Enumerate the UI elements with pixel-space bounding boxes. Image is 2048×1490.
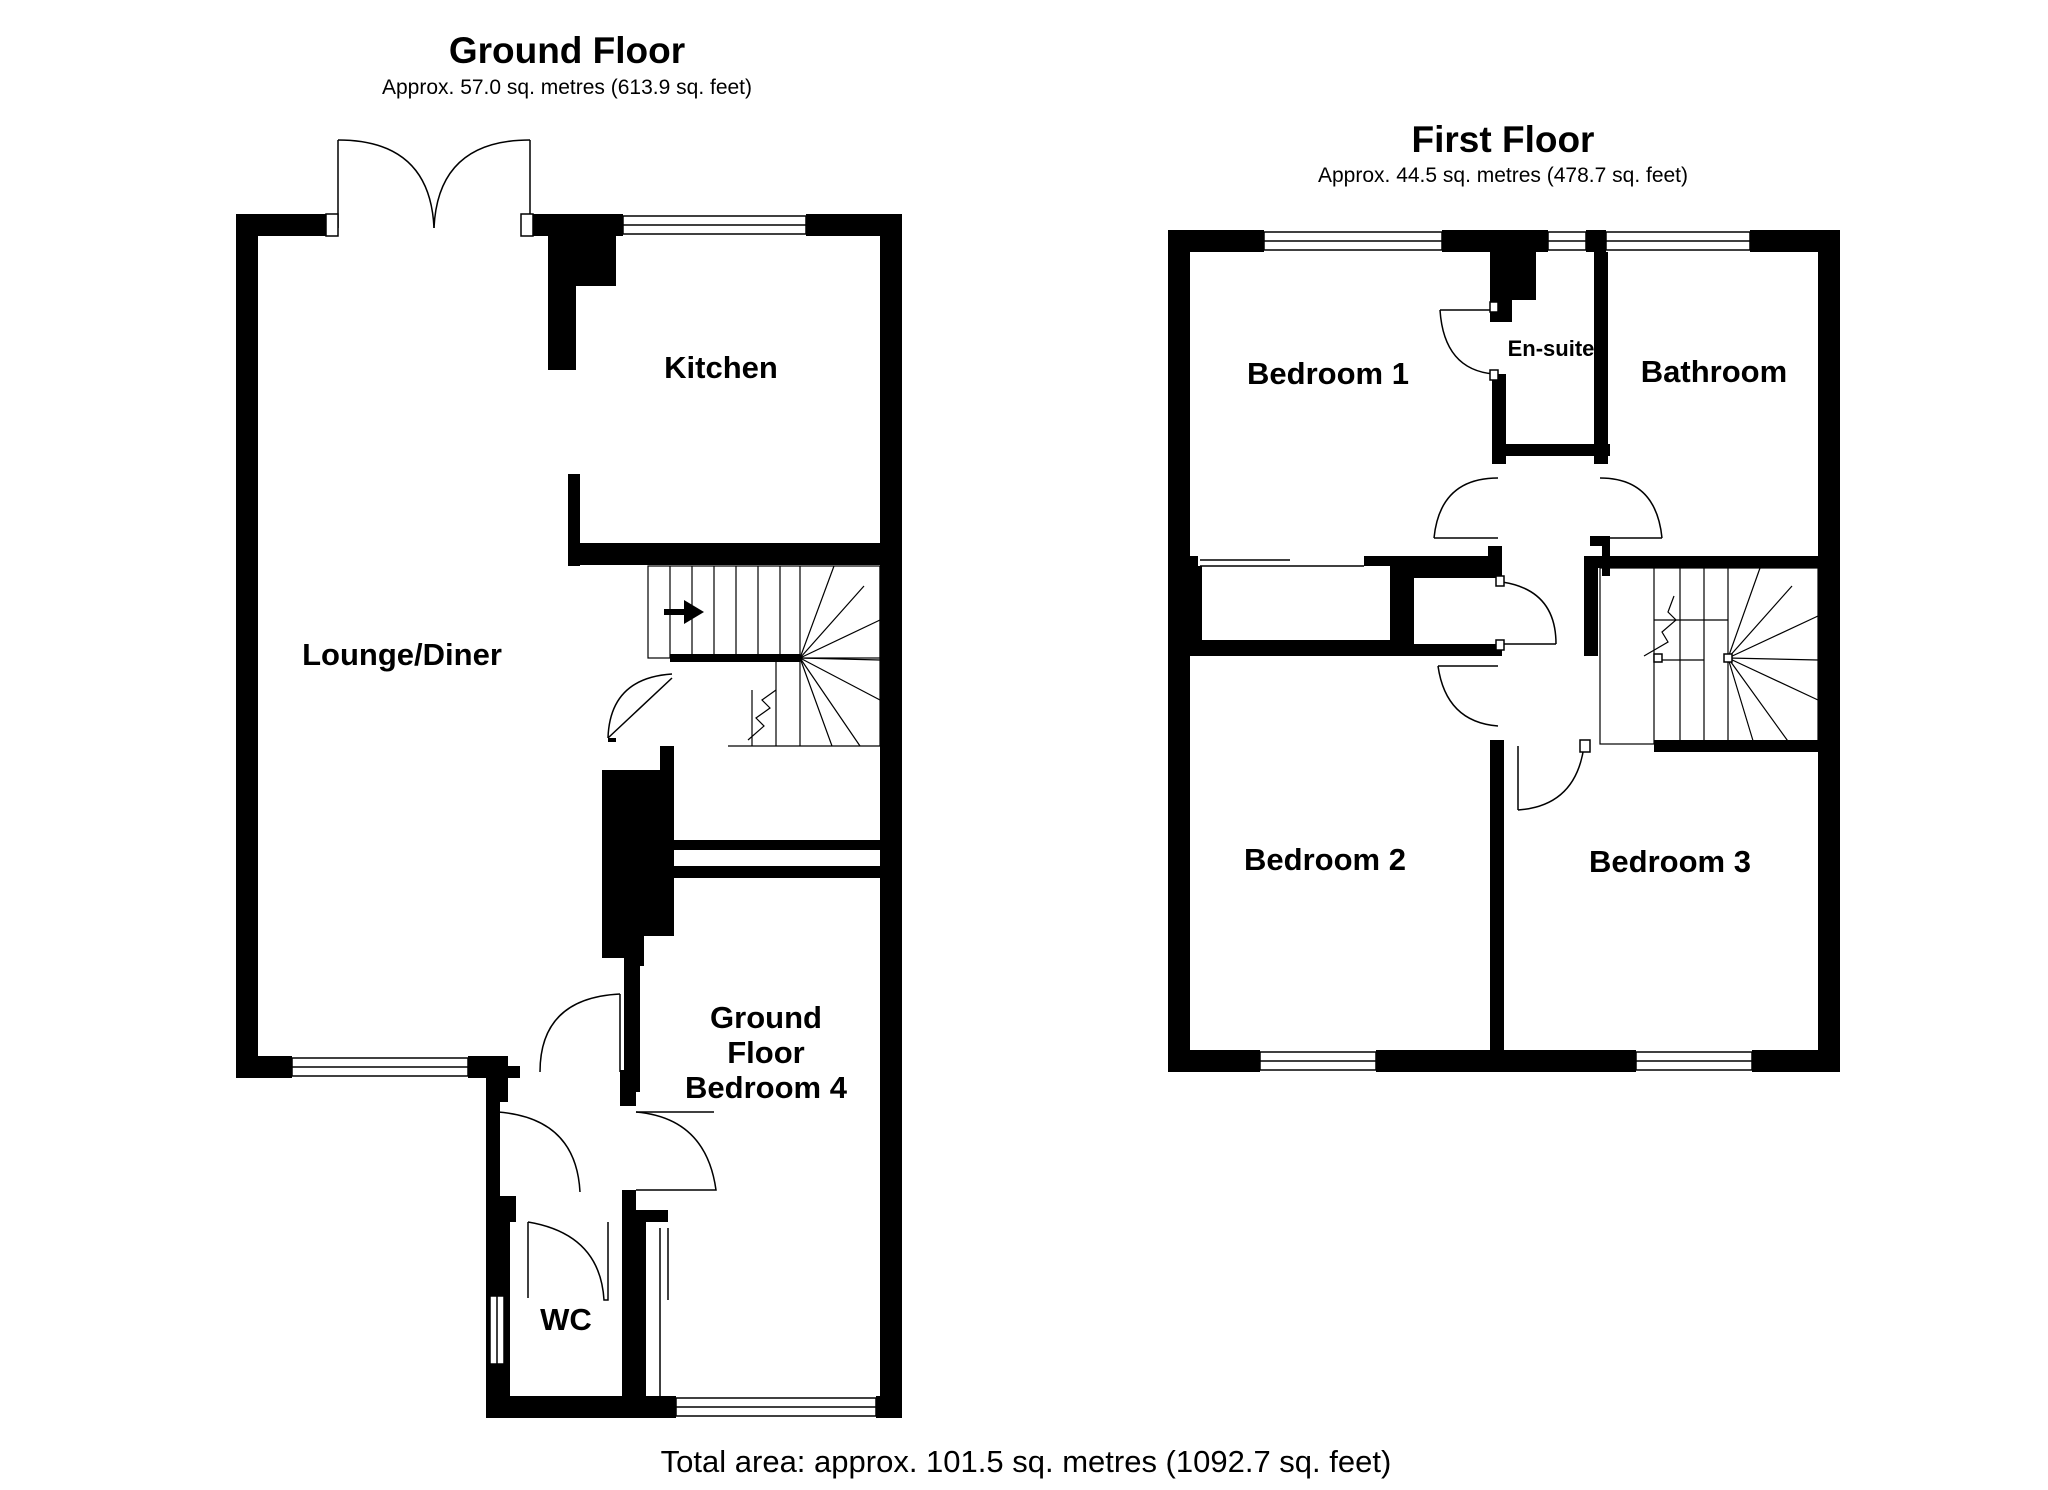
room-label-wc: WC [540, 1302, 592, 1337]
stairs-first [1584, 556, 1840, 752]
first-floor-plan [1168, 230, 1840, 1072]
door-bathroom [1594, 456, 1663, 539]
room-label-kitchen: Kitchen [664, 350, 778, 385]
door-bedroom3 [1517, 739, 1591, 811]
door-bedroom1 [1433, 456, 1506, 539]
room-label-bathroom: Bathroom [1641, 354, 1787, 389]
total-area: Total area: approx. 101.5 sq. metres (10… [661, 1444, 1392, 1479]
ground-floor-title: Ground Floor [449, 30, 685, 71]
room-label-ensuite: En-suite [1508, 336, 1595, 361]
door-ensuite [1439, 301, 1499, 381]
ground-floor-area: Approx. 57.0 sq. metres (613.9 sq. feet) [382, 76, 752, 99]
room-label-bedroom4-line3: Bedroom 4 [685, 1070, 848, 1105]
room-label-bedroom2: Bedroom 2 [1244, 842, 1406, 877]
door-front [497, 993, 717, 1301]
room-label-lounge-diner: Lounge/Diner [302, 637, 502, 672]
french-doors [325, 139, 534, 237]
room-label-bedroom4-line1: Ground [710, 1000, 822, 1035]
room-label-bedroom3: Bedroom 3 [1589, 844, 1751, 879]
stairs-ground [647, 565, 881, 747]
room-label-bedroom1: Bedroom 1 [1247, 356, 1409, 391]
first-floor-title: First Floor [1412, 119, 1595, 160]
ground-floor-plan [236, 139, 902, 1418]
first-floor-area: Approx. 44.5 sq. metres (478.7 sq. feet) [1318, 164, 1688, 187]
door-hall [607, 673, 673, 742]
door-cupboard [1495, 575, 1557, 651]
room-label-bedroom4-line2: Floor [727, 1035, 805, 1070]
door-bedroom2 [1437, 665, 1499, 727]
